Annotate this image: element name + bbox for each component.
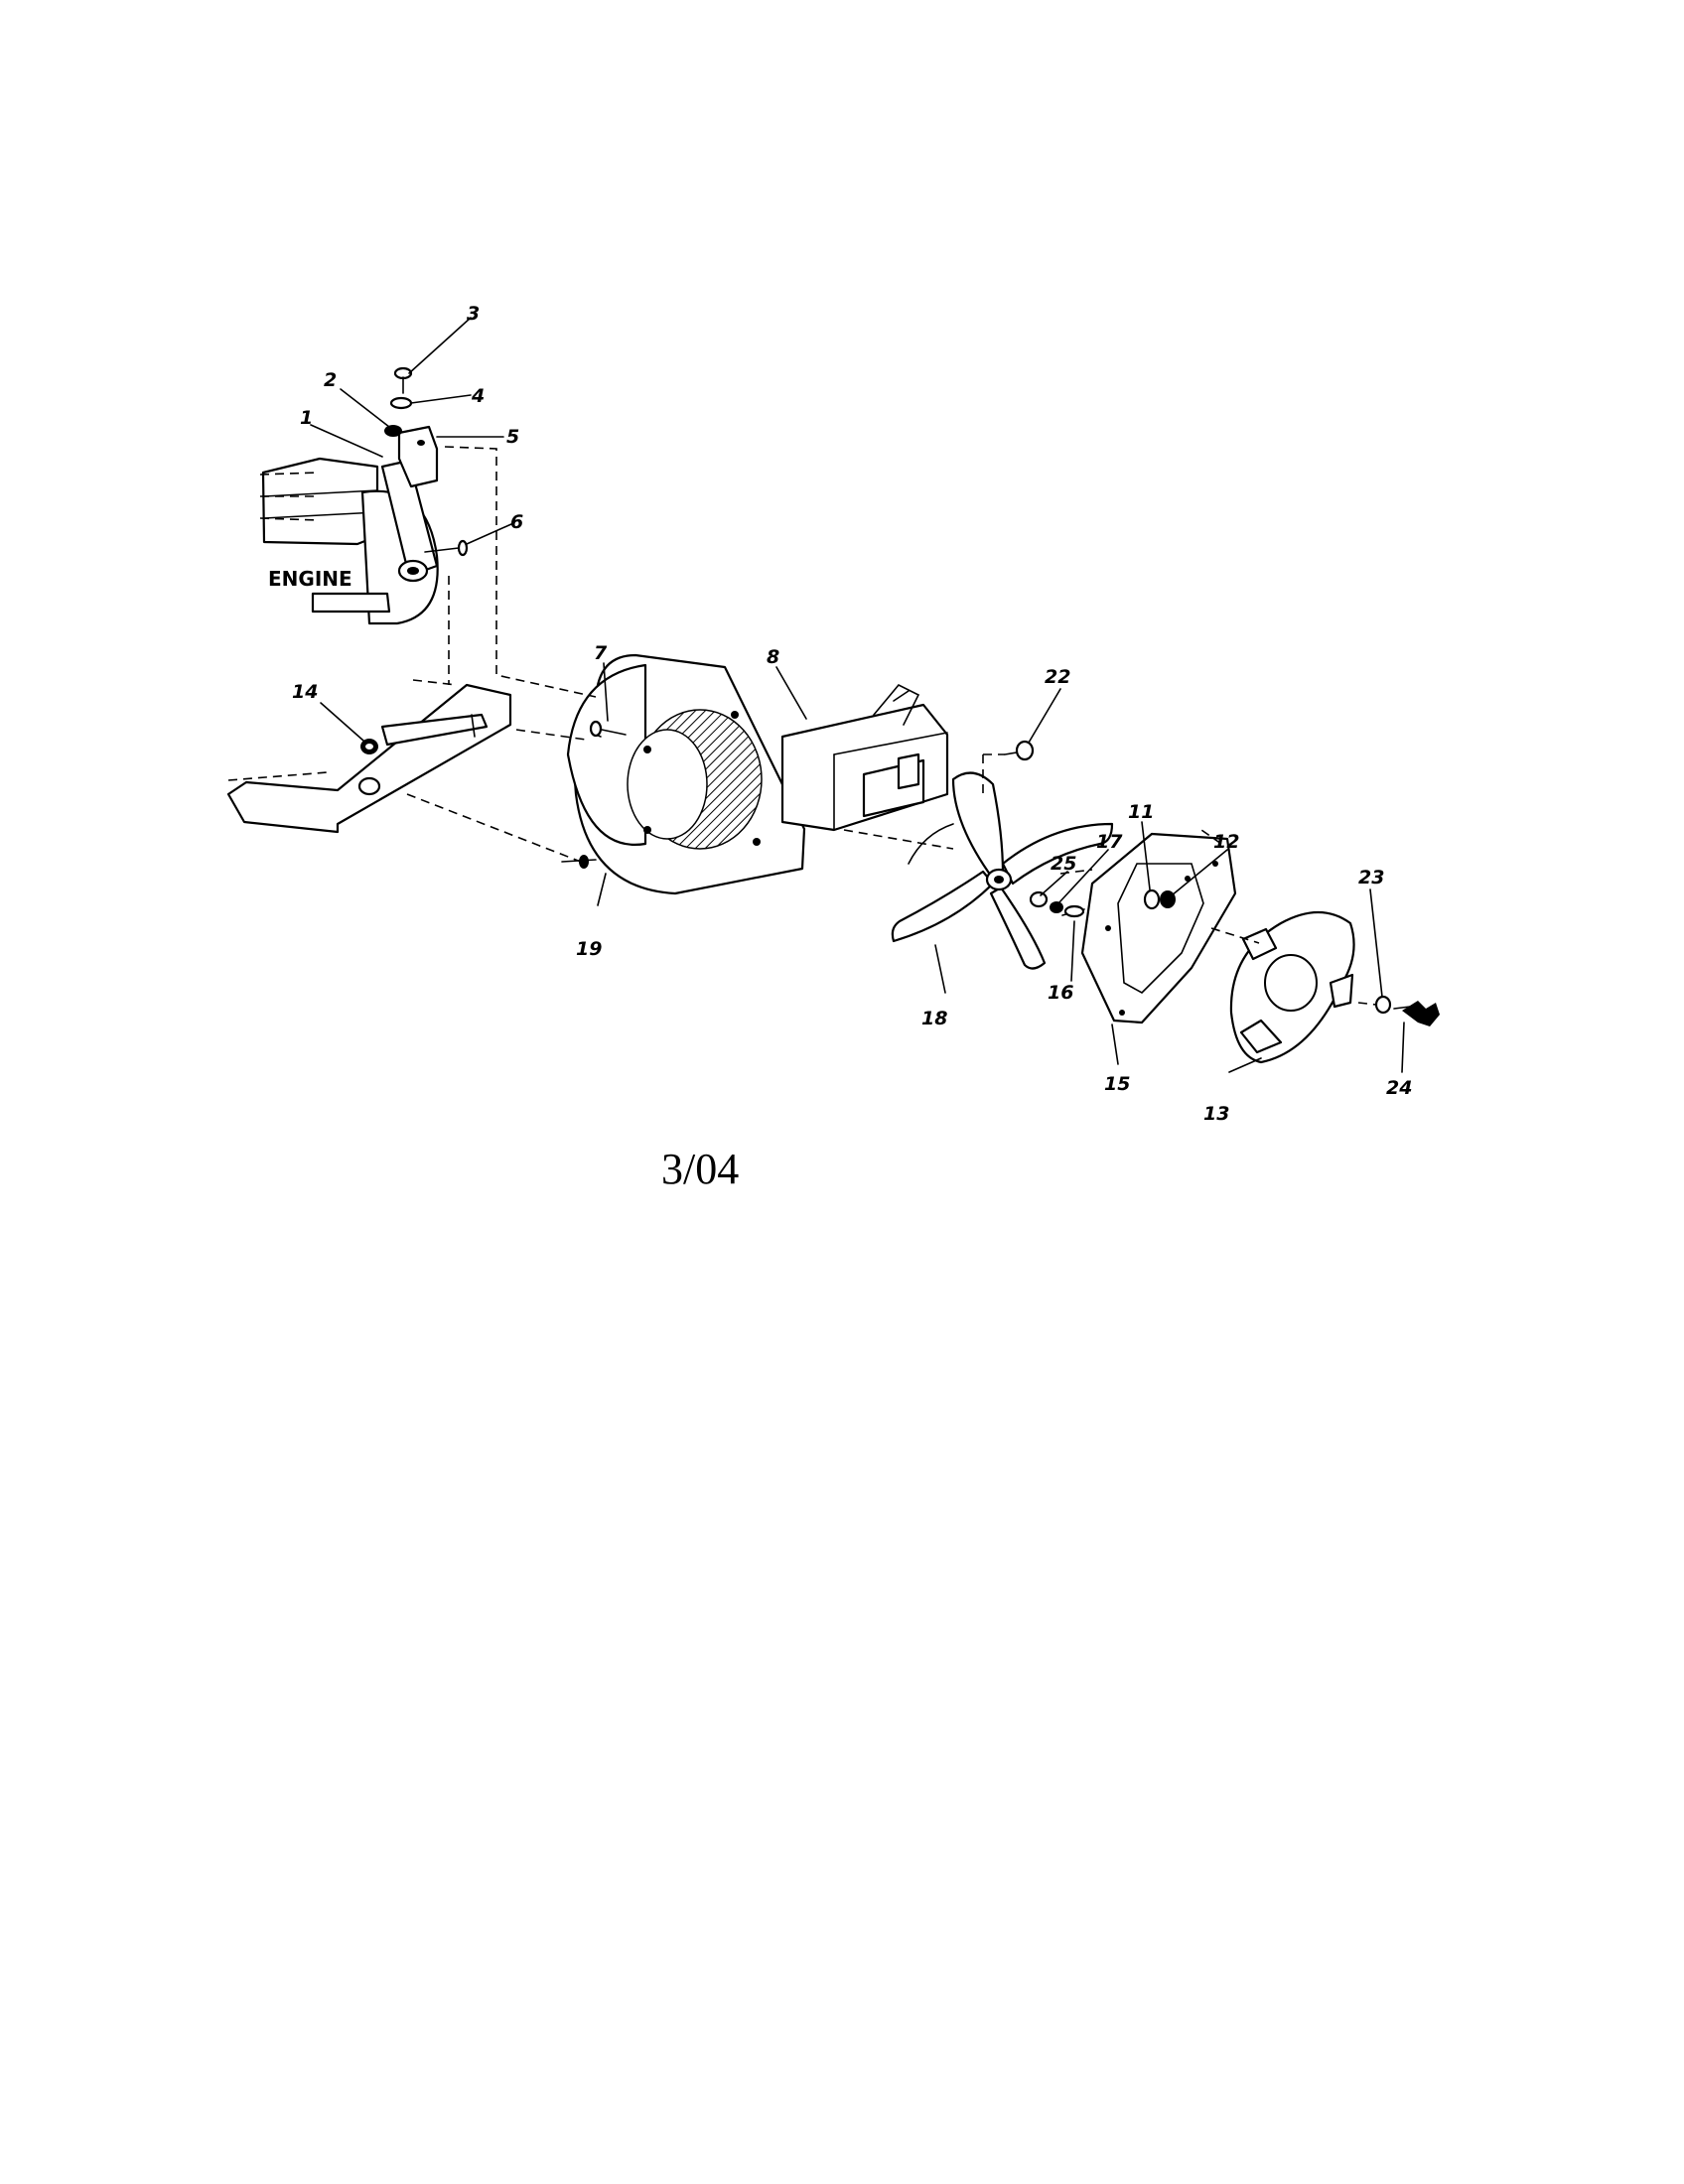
callout-19: 19 — [576, 938, 602, 960]
callout-14: 14 — [292, 681, 318, 703]
part-3-bolt — [393, 366, 413, 394]
callout-25: 25 — [1051, 853, 1076, 875]
part-4-washer — [389, 396, 413, 410]
leader-lines — [310, 317, 1405, 1073]
callout-24: 24 — [1386, 1077, 1412, 1099]
part-24-bolt — [1393, 1001, 1440, 1026]
part-8-chute-bracket — [780, 684, 949, 832]
callout-7: 7 — [594, 642, 608, 664]
part-18-impeller — [891, 771, 1114, 970]
part-11-bolt — [1143, 888, 1161, 910]
part-16-bolt — [1061, 904, 1085, 918]
part-2-nut — [384, 425, 402, 437]
part-5-clip — [397, 425, 439, 488]
part-25-washer — [1029, 890, 1049, 908]
part-17-lockwasher — [1050, 901, 1063, 913]
part-15-cover-plate — [1080, 832, 1237, 1024]
callout-3: 3 — [467, 303, 480, 325]
part-19-blower-housing — [566, 653, 806, 895]
callout-11: 11 — [1128, 801, 1154, 823]
callout-13: 13 — [1203, 1103, 1229, 1125]
callout-6: 6 — [510, 511, 523, 533]
callout-4: 4 — [471, 385, 485, 407]
callout-23: 23 — [1358, 867, 1384, 888]
part-14-nut — [360, 739, 378, 754]
callout-8: 8 — [767, 646, 779, 668]
callout-12: 12 — [1213, 831, 1239, 853]
part-13-cover — [1229, 911, 1355, 1064]
callout-15: 15 — [1104, 1073, 1130, 1095]
part-6-bolt — [424, 539, 469, 557]
engine-label: ENGINE — [268, 567, 352, 591]
callout-1: 1 — [300, 407, 313, 429]
callout-17: 17 — [1096, 831, 1123, 853]
part-22-bolt — [1004, 740, 1035, 761]
part-23-washer — [1374, 995, 1392, 1015]
revision-date: 3/04 — [661, 1145, 739, 1193]
callout-5: 5 — [506, 426, 519, 448]
callout-2: 2 — [324, 369, 337, 391]
callout-18: 18 — [921, 1008, 947, 1029]
mounting-rail — [226, 679, 512, 834]
part-1-bracket-arm — [380, 459, 439, 583]
callout-16: 16 — [1048, 982, 1073, 1004]
part-7-bolt — [589, 720, 627, 738]
callout-22: 22 — [1045, 666, 1070, 688]
